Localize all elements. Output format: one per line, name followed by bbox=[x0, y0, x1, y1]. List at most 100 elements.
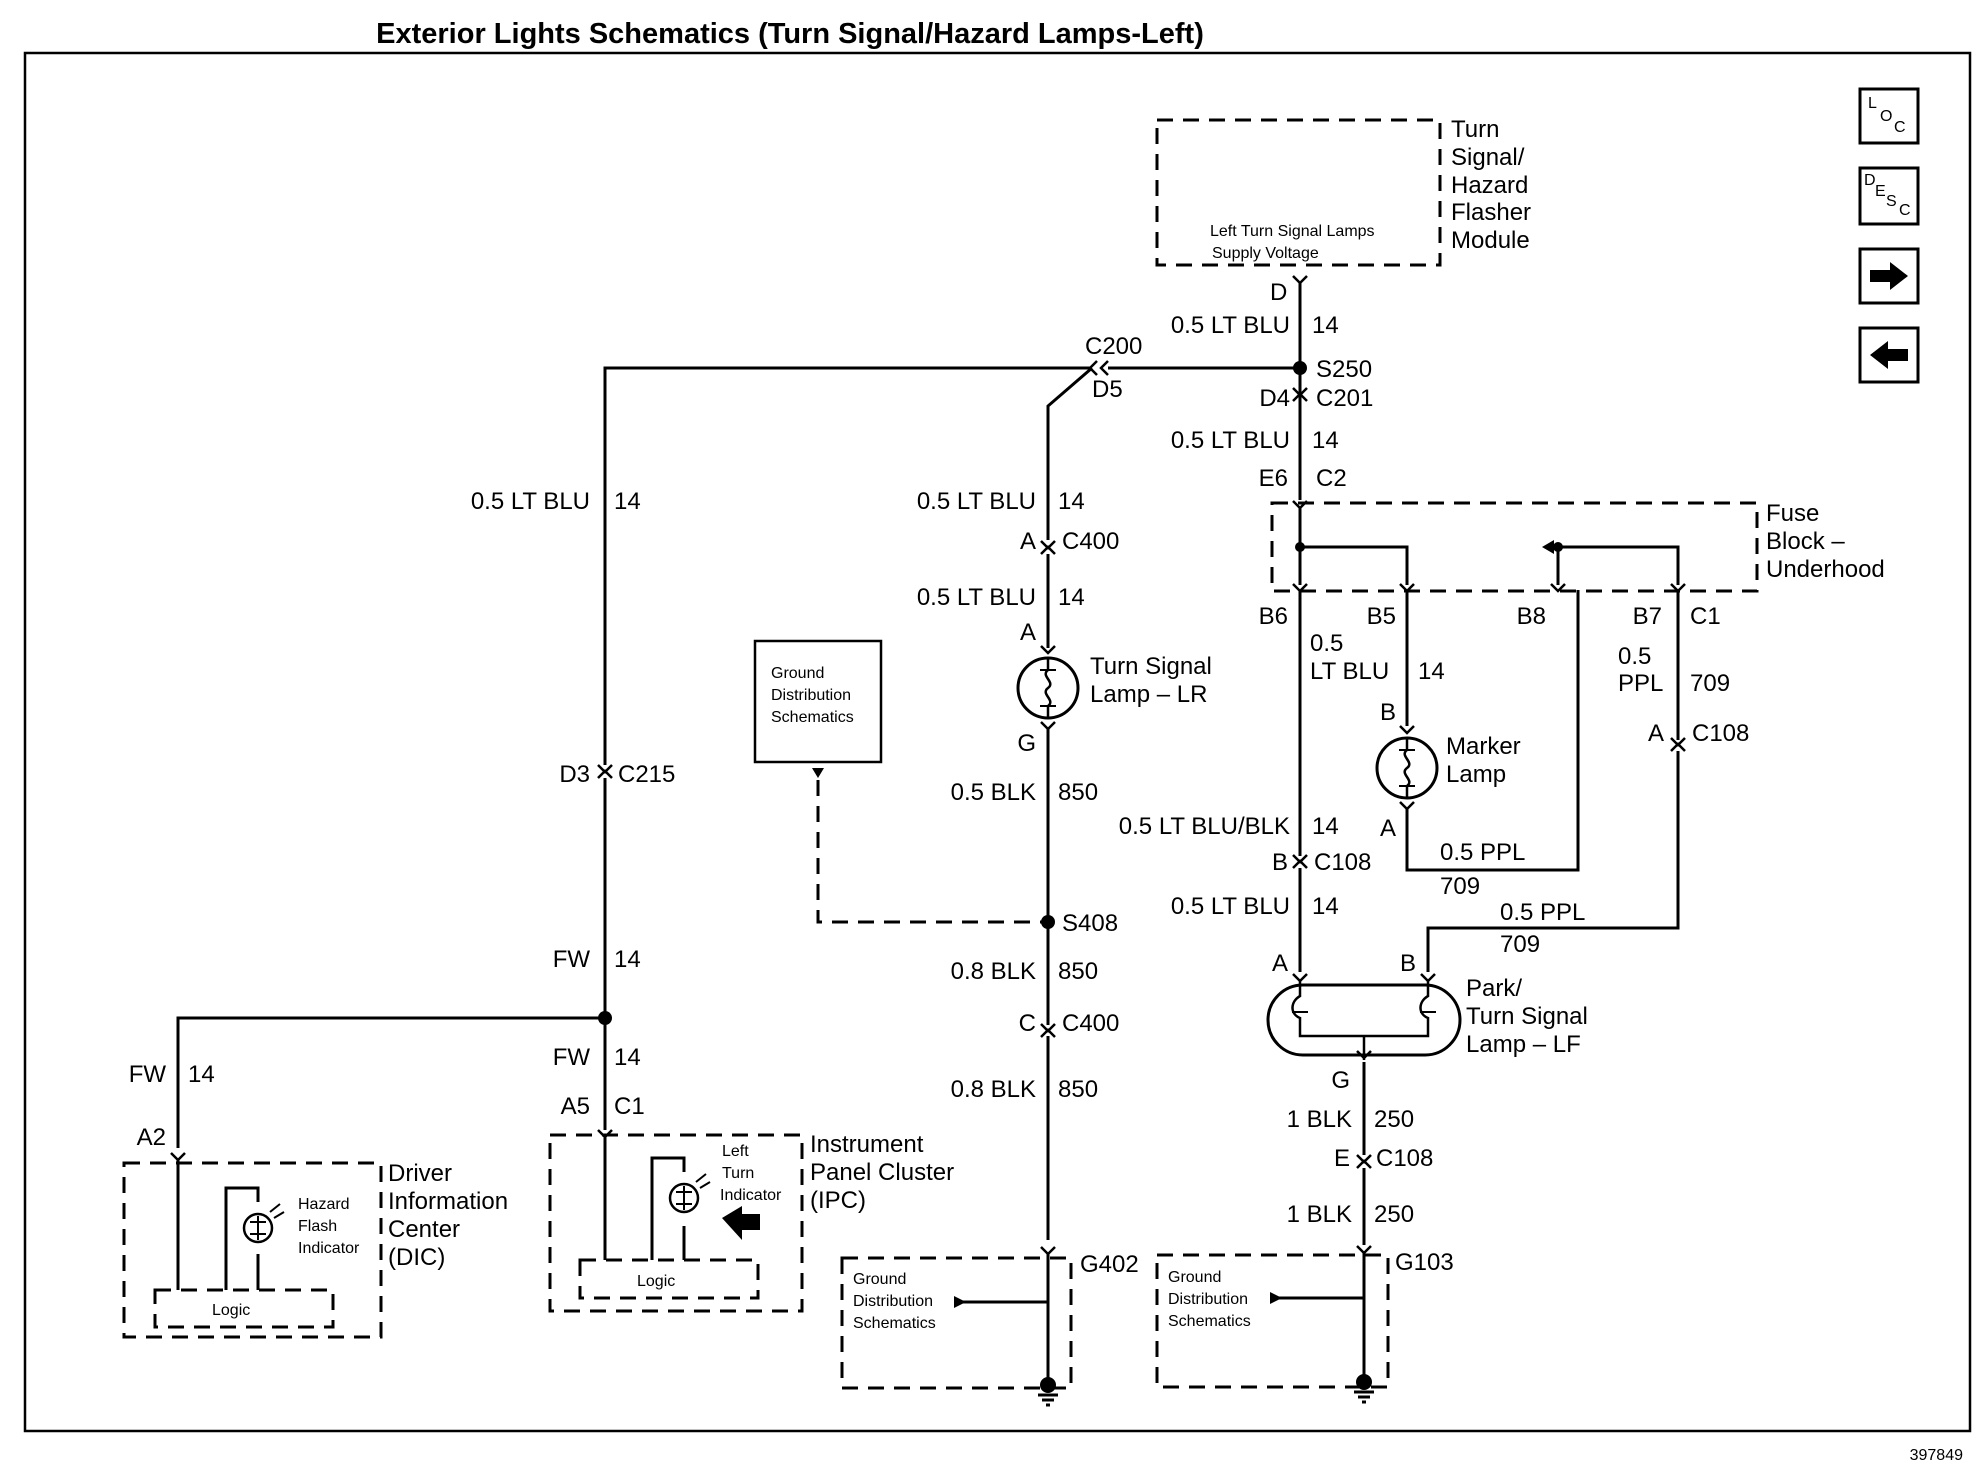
desc-letter-d: D bbox=[1864, 172, 1876, 189]
svg-text:Ground: Ground bbox=[853, 1271, 906, 1288]
connector-pin: D4 bbox=[1259, 385, 1290, 412]
hazard-flash-indicator-icon bbox=[242, 1203, 285, 1244]
connector-symbol bbox=[1039, 1245, 1057, 1256]
svg-text:Turn: Turn bbox=[1451, 116, 1499, 143]
connector-pin: A bbox=[1272, 950, 1288, 977]
desc-letter-e: E bbox=[1875, 183, 1886, 200]
svg-text:Block –: Block – bbox=[1766, 528, 1845, 555]
wire-color: 0.5 LT BLU bbox=[917, 584, 1036, 611]
connector-pin: A bbox=[1020, 528, 1036, 555]
wire-color: 0.5 PPL bbox=[1440, 839, 1525, 866]
svg-text:Hazard: Hazard bbox=[1451, 172, 1528, 199]
connector-label: C2 bbox=[1316, 465, 1347, 492]
svg-text:(IPC): (IPC) bbox=[810, 1187, 866, 1214]
ground-ref-wire bbox=[816, 780, 1048, 924]
svg-text:Lamp – LR: Lamp – LR bbox=[1090, 681, 1207, 708]
wire-circuit: 850 bbox=[1058, 779, 1098, 806]
svg-text:Lamp – LF: Lamp – LF bbox=[1466, 1031, 1581, 1058]
svg-text:Turn: Turn bbox=[722, 1165, 754, 1182]
wire-circuit: 14 bbox=[1312, 427, 1339, 454]
wire-circuit: 709 bbox=[1500, 931, 1540, 958]
flasher-pin-d: D bbox=[1270, 279, 1287, 306]
wire-color: 0.5 PPL bbox=[1500, 899, 1585, 926]
desc-letter-s: S bbox=[1886, 193, 1897, 210]
connector-label: C1 bbox=[614, 1093, 645, 1120]
wire-circuit: 14 bbox=[1312, 813, 1339, 840]
figure-number: 397849 bbox=[1910, 1447, 1963, 1464]
ground-box-g103 bbox=[1155, 1253, 1390, 1389]
ground-distribution-label: Ground Distribution Schematics bbox=[853, 1271, 936, 1332]
dic-box bbox=[122, 1161, 383, 1339]
svg-text:Schematics: Schematics bbox=[771, 709, 854, 726]
connector-symbol bbox=[596, 763, 614, 780]
svg-text:Panel Cluster: Panel Cluster bbox=[810, 1159, 954, 1186]
arrow-right-icon bbox=[1270, 1292, 1282, 1304]
supply-voltage-label: Supply Voltage bbox=[1212, 245, 1319, 262]
wire-circuit: 250 bbox=[1374, 1106, 1414, 1133]
connector-pin: G bbox=[1017, 730, 1036, 757]
svg-text:Distribution: Distribution bbox=[771, 687, 851, 704]
connector-symbol bbox=[1355, 1244, 1373, 1255]
diagram-frame bbox=[23, 51, 1972, 1433]
ipc-label: Instrument Panel Cluster (IPC) bbox=[810, 1131, 954, 1214]
connector-pin: A5 bbox=[561, 1093, 590, 1120]
connector-label: C215 bbox=[618, 761, 675, 788]
marker-lamp bbox=[1375, 736, 1439, 800]
svg-text:Instrument: Instrument bbox=[810, 1131, 924, 1158]
loc-letter-o: O bbox=[1880, 108, 1892, 125]
connector-pin: B6 bbox=[1259, 603, 1288, 630]
fuse-internal-wire bbox=[1556, 545, 1680, 585]
wire-circuit: 250 bbox=[1374, 1201, 1414, 1228]
svg-text:Information: Information bbox=[388, 1188, 508, 1215]
svg-text:Driver: Driver bbox=[388, 1160, 452, 1187]
desc-button[interactable]: D E S C bbox=[1858, 166, 1920, 226]
wire-lt-blu-14 bbox=[603, 366, 1092, 765]
wire-color: 0.5 LT BLU/BLK bbox=[1119, 813, 1290, 840]
wire-circuit: 14 bbox=[1312, 312, 1339, 339]
svg-text:Left: Left bbox=[722, 1143, 749, 1160]
connector-label: C108 bbox=[1314, 849, 1371, 876]
prev-page-button[interactable] bbox=[1858, 326, 1920, 384]
turn-signal-lamp-lr bbox=[1016, 656, 1080, 720]
ground-box-g402 bbox=[840, 1256, 1073, 1390]
connector-pin: B7 bbox=[1633, 603, 1662, 630]
wire-circuit: 14 bbox=[1058, 488, 1085, 515]
svg-text:Turn Signal: Turn Signal bbox=[1090, 653, 1212, 680]
wire-color: 0.5 LT BLU bbox=[1171, 427, 1290, 454]
wire-color: 0.5 bbox=[1618, 643, 1651, 670]
wire-color: 0.8 BLK bbox=[951, 1076, 1036, 1103]
connector-symbol bbox=[1039, 1022, 1057, 1039]
connector-pin: B bbox=[1400, 950, 1416, 977]
connector-label: C108 bbox=[1376, 1145, 1433, 1172]
left-turn-indicator-icon bbox=[668, 1173, 711, 1214]
arrow-down-icon bbox=[812, 768, 824, 778]
wire-circuit: 14 bbox=[1418, 658, 1445, 685]
logic-label: Logic bbox=[212, 1302, 250, 1319]
wire-color: LT BLU bbox=[1310, 658, 1389, 685]
svg-text:Ground: Ground bbox=[771, 665, 824, 682]
connector-symbol bbox=[1398, 724, 1416, 735]
loc-letter-c: C bbox=[1894, 119, 1906, 136]
loc-button[interactable]: L O C bbox=[1858, 87, 1920, 145]
ipc-logic-box bbox=[578, 1258, 760, 1300]
svg-text:(DIC): (DIC) bbox=[388, 1244, 445, 1271]
connector-pin: D5 bbox=[1092, 376, 1123, 403]
splice-label: S250 bbox=[1316, 356, 1372, 383]
left-arrow-icon bbox=[722, 1206, 760, 1240]
svg-text:Marker: Marker bbox=[1446, 733, 1521, 760]
wire-color: 1 BLK bbox=[1287, 1201, 1352, 1228]
dic-internal-wire bbox=[224, 1186, 260, 1290]
ground-label: G402 bbox=[1080, 1251, 1139, 1278]
wire-color: FW bbox=[129, 1061, 167, 1088]
next-page-button[interactable] bbox=[1858, 247, 1920, 305]
connector-symbol bbox=[1291, 853, 1309, 870]
connector-symbol bbox=[169, 1151, 187, 1162]
connector-pin: B bbox=[1272, 849, 1288, 876]
svg-text:Module: Module bbox=[1451, 227, 1530, 254]
connector-symbol bbox=[1291, 274, 1309, 285]
svg-text:Park/: Park/ bbox=[1466, 975, 1522, 1002]
wire-circuit: 14 bbox=[188, 1061, 215, 1088]
wire-color: 0.5 BLK bbox=[951, 779, 1036, 806]
ground-icon bbox=[1352, 1390, 1376, 1404]
connector-pin: A bbox=[1020, 619, 1036, 646]
